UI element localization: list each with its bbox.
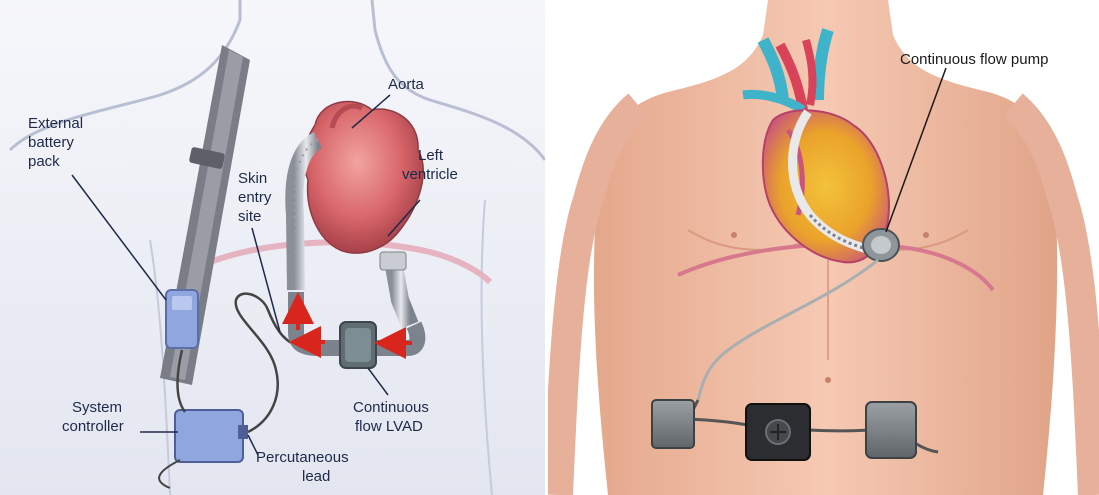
label-percutaneous-lead-2: lead — [302, 468, 330, 485]
label-left-ventricle-2: ventricle — [402, 166, 458, 183]
lvad-schematic-illustration: Aorta External battery pack Skin entry s… — [0, 0, 545, 495]
battery-right — [866, 402, 916, 458]
label-skin-entry-site-3: site — [238, 208, 261, 225]
label-skin-entry-site-1: Skin — [238, 170, 267, 187]
battery-left — [652, 400, 694, 448]
label-continuous-flow-lvad-2: flow LVAD — [355, 418, 423, 435]
lvad-torso-illustration: Continuous flow pump — [548, 0, 1099, 495]
label-external-battery-pack-2: battery — [28, 134, 74, 151]
navel — [825, 377, 831, 383]
system-controller — [175, 410, 243, 462]
label-continuous-flow-pump: Continuous flow pump — [900, 51, 1048, 68]
label-percutaneous-lead-1: Percutaneous — [256, 449, 349, 466]
label-external-battery-pack-1: External — [28, 115, 83, 132]
label-system-controller-2: controller — [62, 418, 124, 435]
label-external-battery-pack-3: pack — [28, 153, 60, 170]
lvad-torso-panel: Continuous flow pump — [548, 0, 1099, 495]
nipple-right — [923, 232, 929, 238]
lvad-schematic-panel: Aorta External battery pack Skin entry s… — [0, 0, 545, 495]
label-skin-entry-site-2: entry — [238, 189, 272, 206]
label-system-controller-1: System — [72, 399, 122, 416]
label-continuous-flow-lvad-1: Continuous — [353, 399, 429, 416]
label-aorta: Aorta — [388, 76, 425, 93]
nipple-left — [731, 232, 737, 238]
label-left-ventricle-1: Left — [418, 147, 444, 164]
